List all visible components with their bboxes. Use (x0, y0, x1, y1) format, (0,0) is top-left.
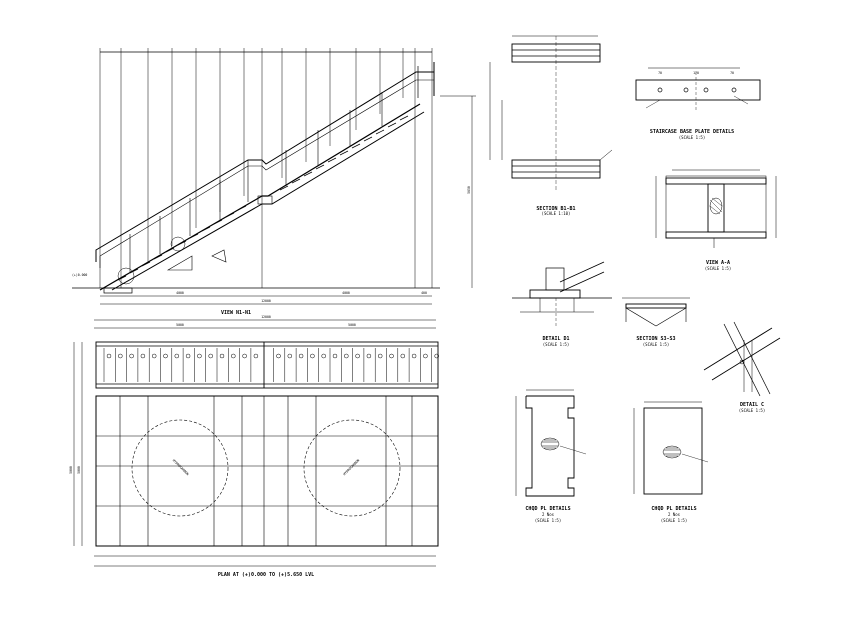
plan-tread-bolt (287, 353, 293, 359)
plan-tread-bolt (411, 353, 417, 359)
section-b1-scale: (SCALE 1:10) (542, 211, 571, 216)
plan-tread-bolt (197, 353, 202, 359)
chequered-plate-1-title: CHQD PL DETAILS (525, 506, 570, 512)
detail-d1-title: DETAIL D1 (542, 336, 569, 342)
plan-tank-label-2: HYDROCARBON (342, 458, 360, 476)
elevation-segment-3: 400 (421, 291, 427, 295)
chequered-plate-1-subtitle: 2 Nos (542, 512, 555, 517)
plan-tread-bolt (377, 353, 383, 359)
detail-c-view (703, 321, 781, 397)
plan-tread-bolt (106, 353, 112, 359)
plan-tread-bolt (151, 353, 157, 359)
plan-view (73, 319, 439, 567)
plan-top-segment-2: 5000 (348, 323, 356, 327)
plan-tank-label-1: HYDROCARBON (172, 458, 190, 476)
plan-tread-bolt (174, 353, 180, 359)
detail-d1-view (512, 261, 612, 326)
plan-width: 5000 (69, 466, 73, 474)
plan-tread-bolt (366, 353, 372, 359)
chequered-plate-1-view (515, 389, 587, 497)
elevation-labels: VIEW N1-N1 12000 5650 4000 4000 400 (+)0… (72, 186, 471, 316)
base-plate-dim-2: 170 (693, 71, 699, 75)
plan-tread-bolt (253, 353, 259, 359)
chequered-plate-2-title: CHQD PL DETAILS (651, 506, 696, 512)
elevation-view (72, 48, 476, 305)
plan-tread-bolt (140, 353, 146, 359)
plan-tread-bolt (219, 353, 225, 359)
plan-top-segment-1: 5000 (176, 323, 184, 327)
section-b1-title: SECTION B1-B1 (536, 206, 575, 212)
chequered-plate-2-scale: (SCALE 1:5) (661, 518, 688, 523)
section-b1-view (489, 35, 613, 190)
elevation-height: 5650 (467, 186, 471, 194)
view-a-scale: (SCALE 1:5) (705, 266, 732, 271)
view-a-view (655, 169, 777, 248)
chequered-plate-2-subtitle: 2 Nos (668, 512, 681, 517)
section-s3-title: SECTION S3-S3 (636, 336, 675, 342)
base-plate-dim-3: 70 (730, 71, 734, 75)
section-s3-scale: (SCALE 1:5) (643, 342, 670, 347)
plan-tread-bolt (400, 353, 406, 359)
plan-tread-bolt (434, 353, 439, 359)
elevation-level-tag: (+)0.000 (72, 273, 87, 277)
base-plate-title: STAIRCASE BASE PLATE DETAILS (650, 129, 734, 135)
plan-title: PLAN AT (+)0.000 TO (+)5.650 LVL (218, 572, 314, 578)
plan-left-segment: 5000 (77, 466, 81, 474)
plan-tread-bolt (332, 353, 338, 359)
plan-tread-bolt (423, 353, 428, 359)
plan-overall-length: 12000 (261, 315, 271, 319)
elevation-title: VIEW N1-N1 (221, 310, 251, 316)
plan-tread-bolt (118, 353, 123, 359)
plan-labels: PLAN AT (+)0.000 TO (+)5.650 LVL 12000 5… (69, 315, 360, 578)
base-plate-scale: (SCALE 1:5) (679, 135, 706, 140)
chequered-plate-2-view (633, 401, 709, 495)
section-s3-view (622, 297, 690, 327)
base-plate-view (635, 67, 761, 110)
plan-tread-bolt (163, 353, 168, 359)
chequered-plate-1-scale: (SCALE 1:5) (535, 518, 562, 523)
plan-tread-bolt (344, 353, 349, 359)
plan-tread-bolt (231, 353, 236, 359)
plan-tread-bolt (208, 353, 213, 359)
elevation-overall-length: 12000 (261, 299, 271, 303)
elevation-segment-2: 4000 (342, 291, 350, 295)
detail-c-scale: (SCALE 1:5) (739, 408, 766, 413)
plan-tread-bolt (310, 353, 315, 359)
elevation-segment-1: 4000 (176, 291, 184, 295)
detail-d1-scale: (SCALE 1:5) (543, 342, 570, 347)
base-plate-dim-1: 70 (658, 71, 662, 75)
detail-c-title: DETAIL C (740, 402, 764, 408)
view-a-title: VIEW A-A (706, 260, 730, 266)
plan-tread-bolt (389, 353, 394, 359)
plan-tread-bolt (276, 353, 281, 359)
plan-stair-treads (103, 348, 439, 382)
plan-tread-bolt (321, 353, 326, 359)
plan-tread-bolt (185, 353, 191, 359)
plan-tread-bolt (298, 353, 304, 359)
plan-tread-bolt (242, 353, 247, 359)
plan-tread-bolt (355, 353, 360, 359)
plan-tread-bolt (129, 353, 134, 359)
